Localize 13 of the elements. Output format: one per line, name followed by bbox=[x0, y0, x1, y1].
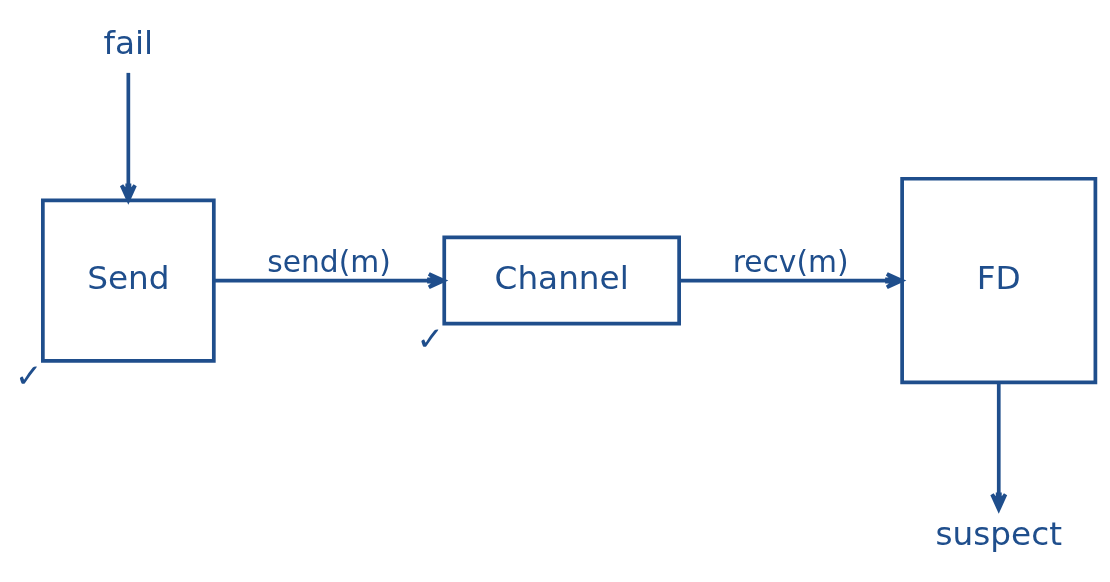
node-label: ✓ bbox=[416, 319, 444, 358]
arrow bbox=[119, 72, 137, 203]
node-box: Send bbox=[41, 198, 216, 363]
arrow bbox=[213, 272, 446, 290]
node-text: suspect bbox=[935, 514, 1062, 553]
node-box: Channel bbox=[442, 235, 681, 326]
node-box: FD bbox=[900, 176, 1098, 385]
edge-label: send(m) bbox=[267, 243, 391, 279]
edge-label: recv(m) bbox=[732, 243, 849, 279]
node-label: ✓ bbox=[15, 357, 43, 396]
arrow bbox=[679, 272, 904, 290]
arrow bbox=[990, 382, 1008, 512]
node-text: fail bbox=[103, 24, 154, 63]
